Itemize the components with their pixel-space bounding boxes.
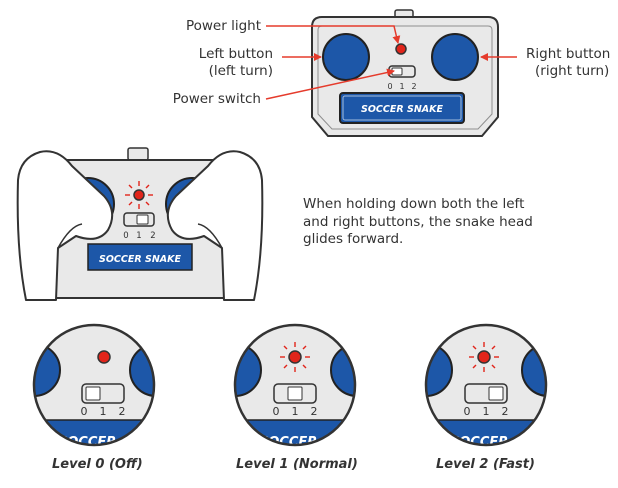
tick-2: 2 xyxy=(119,405,126,418)
power-light-on xyxy=(469,342,499,372)
power-switch-slider xyxy=(287,386,303,401)
tick-1: 1 xyxy=(483,405,490,418)
tick-0: 0 xyxy=(273,405,280,418)
right-hand-crease xyxy=(197,223,223,249)
brand-label: SOCCER SNAKE xyxy=(361,104,443,115)
left-hand xyxy=(16,150,114,301)
level-1-closeup: SOCCER S 0 1 2 xyxy=(233,323,357,450)
power-switch-slider xyxy=(136,214,149,225)
partial-brand-label: SOCCER S xyxy=(58,435,130,450)
power-switch-slider xyxy=(85,386,101,401)
hands-remote: 0 1 2 SOCCER SNAKE xyxy=(16,147,264,301)
right-button-sublabel: (right turn) xyxy=(535,63,610,79)
power-light-label: Power light xyxy=(185,18,261,34)
tick-2: 2 xyxy=(502,405,509,418)
power-light-glow xyxy=(125,181,153,209)
level-1-caption: Level 1 (Normal) xyxy=(236,457,358,472)
left-button-sublabel: (left turn) xyxy=(208,63,273,79)
tick-2: 2 xyxy=(311,405,318,418)
closeup-ring xyxy=(32,323,156,447)
power-switch-label: Power switch xyxy=(172,91,261,107)
switch-tick-0: 0 xyxy=(387,82,392,91)
right-hand xyxy=(166,150,264,301)
level-0-caption: Level 0 (Off) xyxy=(52,457,143,472)
switch-tick-0: 0 xyxy=(123,231,128,241)
closeup-ring xyxy=(233,323,357,447)
top-remote: 0 1 2 SOCCER SNAKE xyxy=(265,9,517,137)
tick-1: 1 xyxy=(100,405,107,418)
brand-label: SOCCER SNAKE xyxy=(99,254,181,265)
level-0-closeup: SOCCER S 0 1 2 xyxy=(32,323,156,450)
left-hand-crease xyxy=(57,223,83,249)
power-light xyxy=(395,43,407,55)
level-2-closeup: SOCCER S 0 1 2 xyxy=(424,323,548,450)
level-2-caption: Level 2 (Fast) xyxy=(436,457,535,472)
closeup-ring xyxy=(424,323,548,447)
switch-tick-1: 1 xyxy=(399,82,404,91)
switch-tick-2: 2 xyxy=(411,82,416,91)
left-button[interactable] xyxy=(322,33,370,81)
brand-label-inner xyxy=(342,95,462,121)
switch-tick-1: 1 xyxy=(136,231,141,241)
right-button[interactable] xyxy=(431,33,479,81)
tick-0: 0 xyxy=(81,405,88,418)
power-light-arrow xyxy=(266,25,401,44)
hold-both-description: When holding down both the left and righ… xyxy=(303,196,533,248)
tick-0: 0 xyxy=(464,405,471,418)
left-button-label: Left button xyxy=(198,46,273,62)
tick-1: 1 xyxy=(292,405,299,418)
power-light-on xyxy=(280,342,310,372)
right-button-label: Right button xyxy=(526,46,611,62)
partial-brand-label: SOCCER S xyxy=(450,435,522,450)
light-rays xyxy=(125,181,153,209)
power-switch-slider xyxy=(488,386,504,401)
power-light xyxy=(133,189,145,201)
switch-tick-2: 2 xyxy=(150,231,155,241)
power-light-off xyxy=(97,350,111,364)
antenna-stub xyxy=(127,147,149,161)
brand-label-plate xyxy=(87,243,193,271)
brand-label-plate xyxy=(339,92,465,124)
power-switch-arrow xyxy=(265,68,395,100)
partial-brand-label: SOCCER S xyxy=(259,435,331,450)
